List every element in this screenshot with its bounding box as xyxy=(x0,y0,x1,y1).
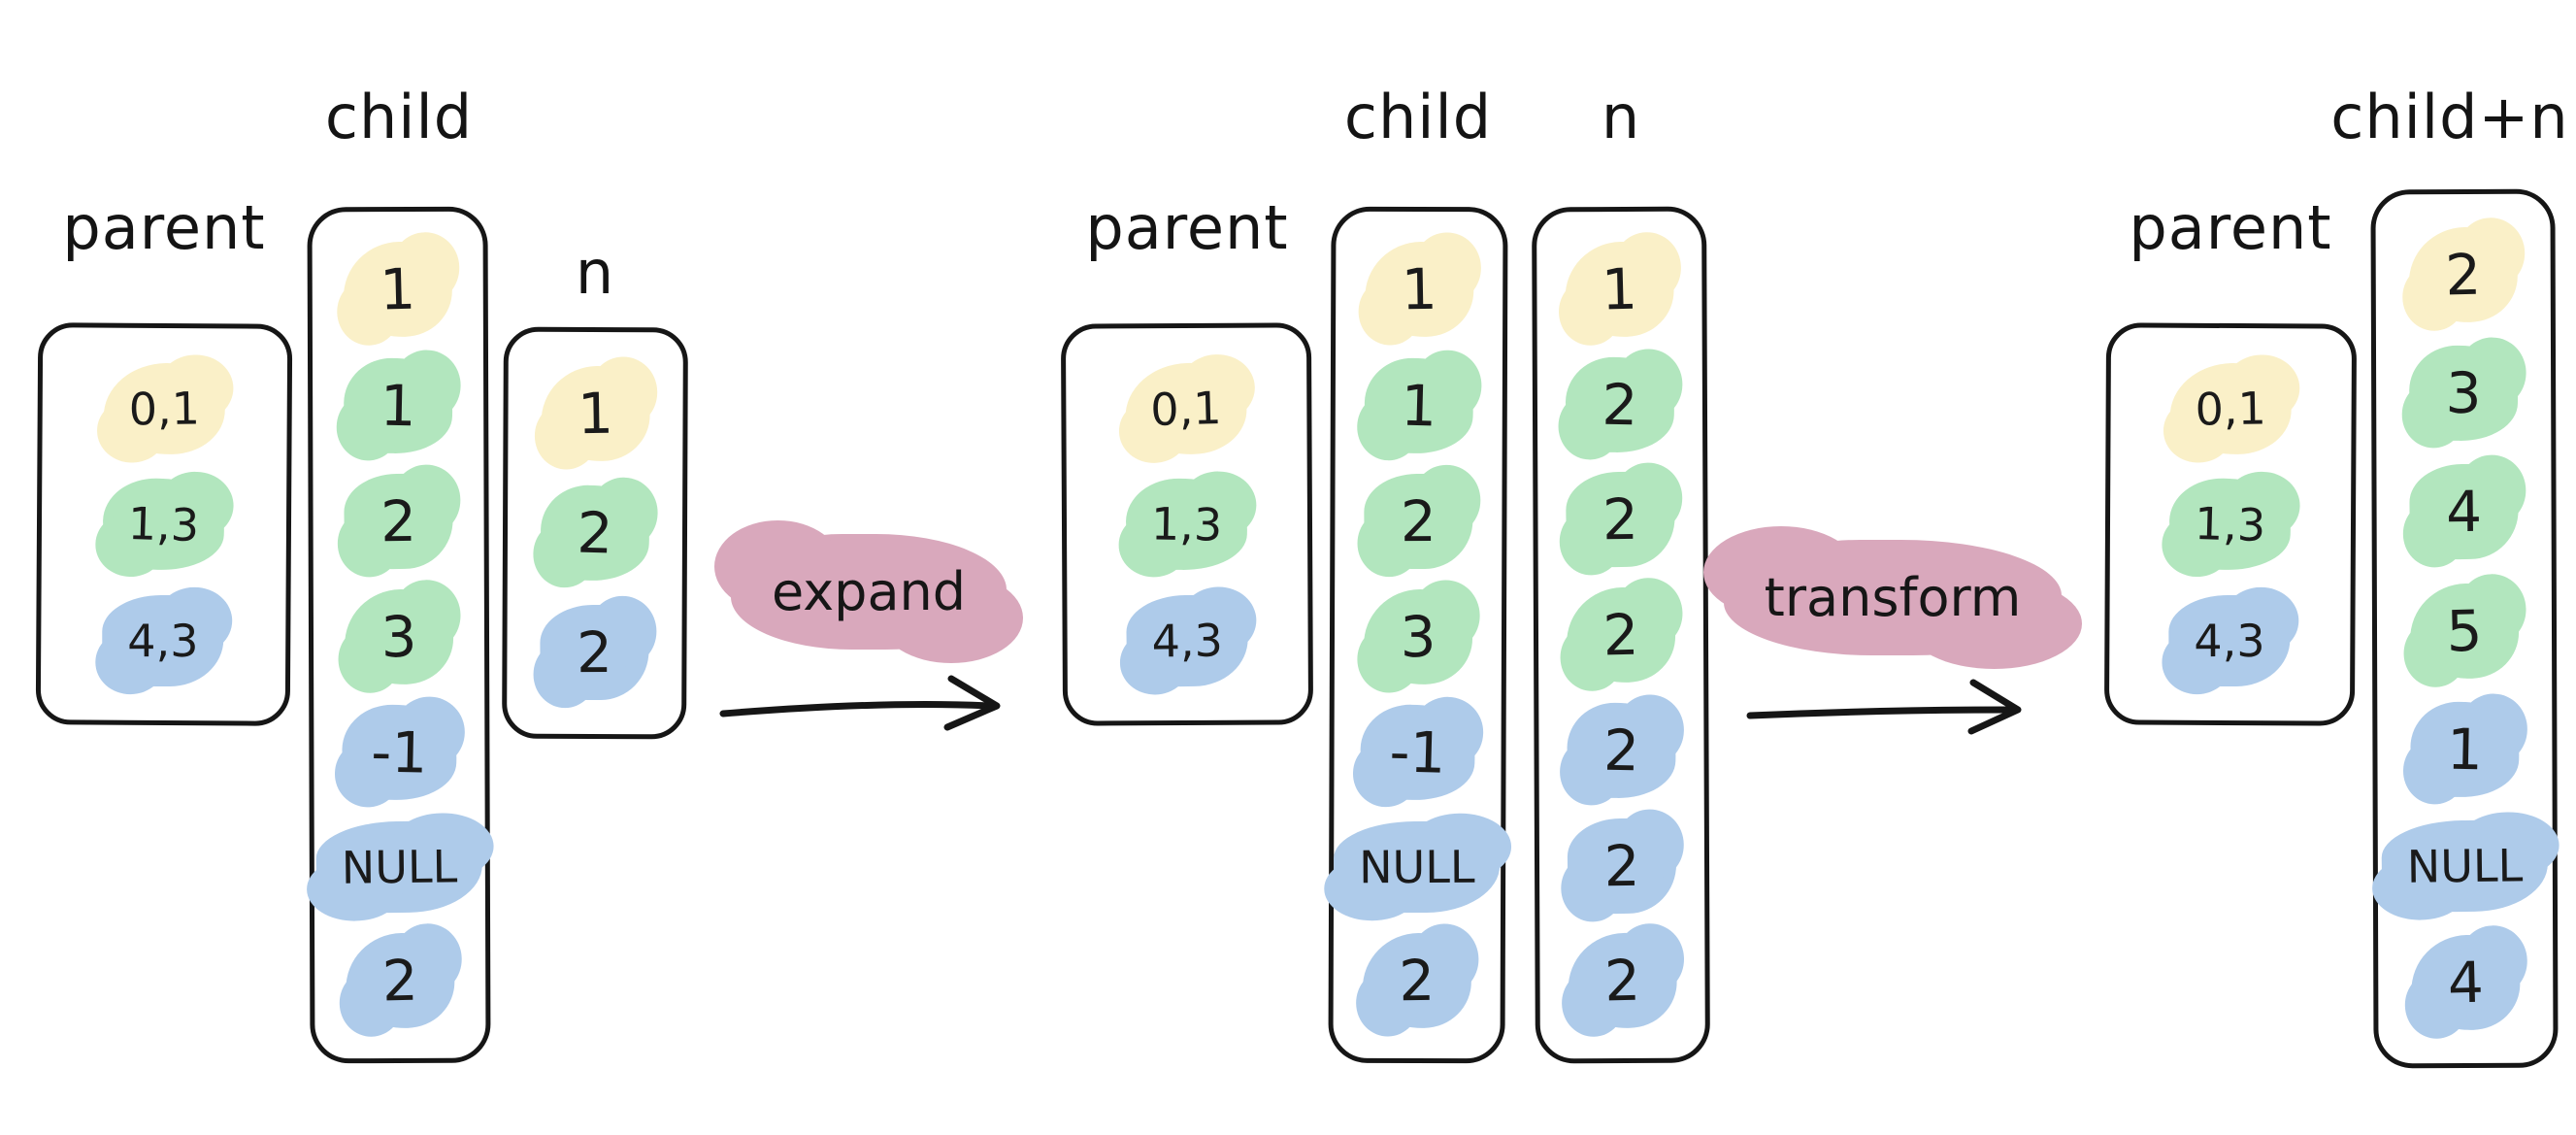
cell-child-0: 1 xyxy=(1364,241,1475,339)
transform-operation-group: transform xyxy=(1702,525,2083,747)
cell-child-3: 3 xyxy=(1363,588,1473,685)
cell-parent-2: 4,3 xyxy=(102,594,224,686)
cell-child-n-1: 3 xyxy=(2408,345,2520,443)
expand-arrow-icon xyxy=(719,675,1001,731)
cell-parent-0: 0,1 xyxy=(1124,360,1249,456)
transform-arrow-icon xyxy=(1746,679,2022,735)
transform-operation-blob: transform xyxy=(1702,525,2083,670)
stage2-parent-column-box: 0,1 1,3 4,3 xyxy=(1060,322,1314,726)
stage1-parent-column-box: 0,1 1,3 4,3 xyxy=(35,322,293,726)
expand-operation-blob: expand xyxy=(713,519,1024,664)
cell-child-n-0: 2 xyxy=(2407,225,2519,324)
cell-n-1: 2 xyxy=(539,484,651,583)
cell-n-0: 1 xyxy=(540,365,651,462)
cell-child-2: 2 xyxy=(343,473,454,570)
stage3-child-plus-n-column-label: child+n xyxy=(2330,82,2569,152)
cell-n-3: 2 xyxy=(1565,585,1677,684)
cell-parent-2: 4,3 xyxy=(2168,594,2292,686)
cell-child-4: -1 xyxy=(341,704,458,802)
cell-child-n-2: 4 xyxy=(2408,463,2520,561)
cell-child-2: 2 xyxy=(1364,473,1473,570)
stage1-n-column-box: 1 2 2 xyxy=(502,326,688,740)
cell-child-6: 2 xyxy=(1361,931,1472,1029)
cell-child-0: 1 xyxy=(342,240,453,339)
cell-child-3: 3 xyxy=(343,587,455,686)
stage2-parent-column-label: parent xyxy=(1085,192,1289,263)
cell-child-n-4: 1 xyxy=(2409,700,2521,798)
cell-child-6: 2 xyxy=(345,931,456,1030)
cell-child-5: NULL xyxy=(315,819,484,914)
stage2-n-column-label: n xyxy=(1601,82,1641,152)
stage1-n-column-label: n xyxy=(575,237,615,308)
stage1-parent-column-label: parent xyxy=(62,192,266,263)
cell-n-6: 2 xyxy=(1567,931,1678,1030)
cell-parent-1: 1,3 xyxy=(102,477,226,572)
cell-n-4: 2 xyxy=(1566,701,1677,799)
stage3-parent-column-label: parent xyxy=(2129,192,2332,263)
cell-child-1: 1 xyxy=(1363,356,1475,454)
cell-n-2: 2 xyxy=(1565,471,1676,568)
cell-child-n-5: NULL xyxy=(2381,818,2550,913)
cell-parent-2: 4,3 xyxy=(1126,593,1249,687)
cell-n-2: 2 xyxy=(540,604,649,701)
cell-parent-0: 0,1 xyxy=(103,361,226,455)
cell-n-1: 2 xyxy=(1565,355,1675,453)
cell-child-n-3: 5 xyxy=(2408,582,2521,680)
cell-child-5: NULL xyxy=(1334,820,1502,913)
stage3-parent-column-box: 0,1 1,3 4,3 xyxy=(2103,322,2358,726)
expand-operation-group: expand xyxy=(709,519,1029,741)
cell-n-0: 1 xyxy=(1564,240,1675,339)
cell-child-4: -1 xyxy=(1359,703,1476,802)
stage2-n-column-box: 1 2 2 2 2 2 2 xyxy=(1532,206,1710,1064)
cell-parent-0: 0,1 xyxy=(2169,361,2293,455)
cell-child-n-6: 4 xyxy=(2410,933,2522,1032)
cell-parent-1: 1,3 xyxy=(2168,477,2293,572)
cell-child-1: 1 xyxy=(343,356,454,454)
cell-parent-1: 1,3 xyxy=(1125,477,1249,572)
stage1-child-column-label: child xyxy=(324,82,474,152)
cell-n-5: 2 xyxy=(1567,817,1677,915)
stage2-child-column-label: child xyxy=(1343,82,1493,152)
